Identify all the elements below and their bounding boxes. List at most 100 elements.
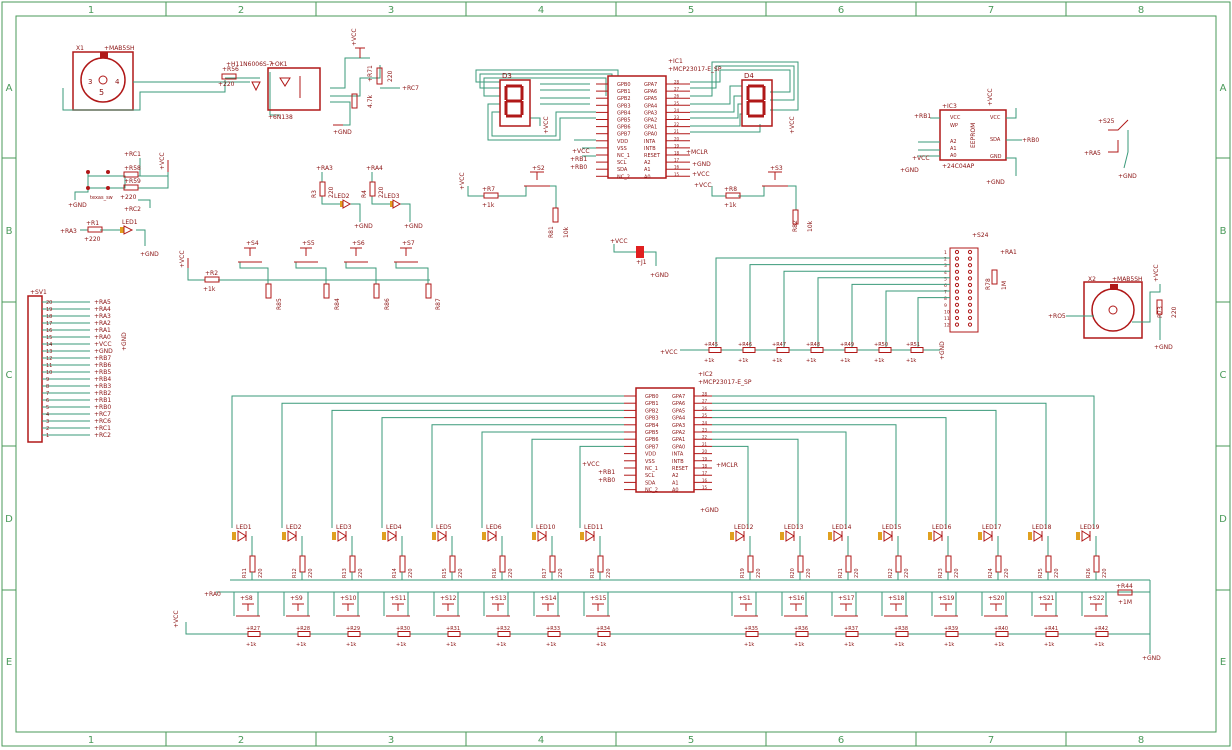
switch-res-ref: +R34 xyxy=(596,626,610,632)
led-resistor xyxy=(845,555,852,573)
ic2-value: +MCP23017-E_SP xyxy=(698,379,752,386)
ladder-ref: +R50 xyxy=(874,342,888,348)
x2-ref: X2 xyxy=(1088,276,1096,283)
switch-label: +S12 xyxy=(440,595,457,602)
switch-res-value: +1k xyxy=(744,642,754,648)
led-label: LED1 xyxy=(236,524,252,531)
sv1-pin-number: 19 xyxy=(46,307,52,313)
dip-pin-dot xyxy=(954,249,960,255)
switch-s25: +S25 +RA5 +GND xyxy=(1084,118,1137,180)
ic2-pin-name: NC_1 xyxy=(645,466,658,472)
sv1-ref: +SV1 xyxy=(30,289,47,296)
ladder-wire xyxy=(817,277,950,350)
display-d3: D3 xyxy=(499,72,531,127)
row-label: B xyxy=(6,226,13,237)
s25-label: +S25 xyxy=(1098,118,1115,125)
col-label: 6 xyxy=(838,5,844,16)
ic1-pin-name: GPB1 xyxy=(617,89,631,95)
dip-pin-dot xyxy=(954,296,960,301)
switch-res-ref: +R38 xyxy=(894,626,908,632)
r73-ref: R73 xyxy=(1157,306,1164,318)
ic3-pin: A0 xyxy=(950,153,957,159)
r71-ref: +R71 xyxy=(367,65,374,82)
wires-s2-s3 xyxy=(467,185,797,210)
dip-pin-dot xyxy=(967,256,973,261)
led-label: LED10 xyxy=(536,524,556,531)
led-label: LED18 xyxy=(1032,524,1052,531)
sv1-pin-label: +RA4 xyxy=(94,306,111,313)
ladder-value: +1k xyxy=(738,358,748,364)
tact-label: texas_sw xyxy=(90,195,113,201)
net-mclr: +MCLR xyxy=(716,462,738,469)
dip-block: +S24 +RA1 xyxy=(949,232,1017,333)
net-rb0: +RB0 xyxy=(570,164,587,171)
ic2-pin-number: 25 xyxy=(702,413,708,418)
ic2-pin-name: A1 xyxy=(672,480,679,486)
resistor-ladder: +R45+1k+R46+1k+R47+1k+R48+1k+R49+1k+R50+… xyxy=(680,257,950,364)
resistor-r3: R3 220 xyxy=(311,181,335,198)
switch-res-value: +1k xyxy=(496,642,506,648)
ladder-value: +1k xyxy=(772,358,782,364)
ic1-pin-name: GPB7 xyxy=(617,132,631,138)
ic1-pin-name: VDD xyxy=(617,139,628,145)
ic1-ref: +IC1 xyxy=(668,58,683,65)
switch-resistor xyxy=(247,631,261,637)
led-res-value: 220 xyxy=(1102,568,1108,578)
switch-res-value: +1k xyxy=(246,642,256,648)
ic3-pin: SDA xyxy=(990,137,1001,143)
col-label: 8 xyxy=(1138,735,1144,746)
col-label: 8 xyxy=(1138,5,1144,16)
ic2-pin-number: 24 xyxy=(702,420,708,425)
resistor-r73: R73 220 xyxy=(1156,299,1178,318)
ic1-pin-name: GPA5 xyxy=(644,96,657,102)
resistor-r1: +R1 +220 xyxy=(84,220,103,243)
dip-pin-number: 10 xyxy=(944,309,950,315)
ladder-resistor xyxy=(810,347,824,353)
led-resistor xyxy=(597,555,604,573)
sv1-pin-number: 8 xyxy=(46,384,49,390)
ic3-pin: GND xyxy=(990,154,1002,160)
ic1-value: +MCP23017-E_SP xyxy=(668,66,722,73)
sv1-pin-number: 13 xyxy=(46,349,52,355)
ladder-wire xyxy=(917,297,950,350)
ic3-pin: A1 xyxy=(950,146,957,152)
dip-pin-dot xyxy=(954,282,960,288)
r4-ref: R4 xyxy=(361,190,368,198)
switch-label: +S13 xyxy=(490,595,507,602)
led-res-value: 220 xyxy=(458,568,464,578)
gnd-label: +GND xyxy=(121,332,128,351)
dip-pin-dot xyxy=(967,296,973,301)
dip-pin-number: 1 xyxy=(944,250,947,256)
ic1-pin-name: GPA1 xyxy=(644,125,657,131)
led-resistor xyxy=(1093,555,1100,573)
ic2-pin-name: NC_2 xyxy=(645,488,658,494)
r72-value: 4.7k xyxy=(367,94,374,108)
dip-pin-number: 7 xyxy=(944,290,947,296)
led-res-value: 220 xyxy=(1054,568,1060,578)
resistor-r7: +R7 +1k xyxy=(482,186,499,209)
led-pad xyxy=(382,532,386,540)
col-label: 4 xyxy=(538,5,544,16)
led-resistor xyxy=(499,555,506,573)
r86-ref: R86 xyxy=(384,298,391,310)
led-body xyxy=(1081,530,1091,542)
dip-pin-dot xyxy=(954,276,960,281)
switch-label: +S20 xyxy=(988,595,1005,602)
led-res-value: 220 xyxy=(606,568,612,578)
led-body xyxy=(237,530,247,542)
ladder-wire xyxy=(885,290,950,350)
wires-led23 xyxy=(321,172,411,222)
sv1-pin-number: 5 xyxy=(46,405,49,411)
led-pad xyxy=(1028,532,1032,540)
switch-label: +S17 xyxy=(838,595,855,602)
ic2-pin-name: GPB4 xyxy=(645,423,659,429)
pulldown-resistors-s4-s7: R85 R84 R86 R87 xyxy=(265,283,442,310)
bus-wire xyxy=(481,431,624,528)
bus-wire xyxy=(712,431,847,528)
led-res-ref: R12 xyxy=(292,568,298,578)
sv1-pin-label: +RC6 xyxy=(94,418,111,425)
sv1-pin-number: 11 xyxy=(46,363,52,369)
led-resistor xyxy=(549,555,556,573)
